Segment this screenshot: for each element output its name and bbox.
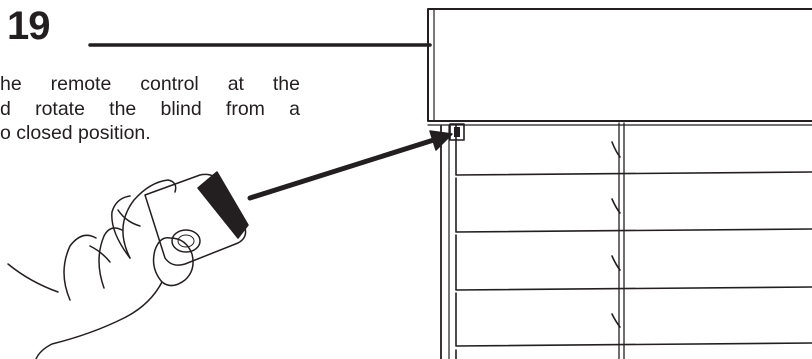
finger-3 <box>98 227 123 289</box>
finger-4 <box>63 234 97 301</box>
thumb <box>152 237 194 287</box>
headrail <box>427 8 812 122</box>
remote-body <box>144 173 247 266</box>
remote-button <box>171 229 201 253</box>
slats <box>455 124 812 359</box>
remote-cap <box>197 171 249 239</box>
knuckle-line-1 <box>117 209 141 227</box>
hand-holding-remote-icon <box>7 171 249 359</box>
blind-with-headrail-icon <box>427 8 812 359</box>
tilt-hooks <box>611 141 621 328</box>
knuckle-line-2 <box>89 245 111 263</box>
step-number: 19 <box>7 4 50 48</box>
instruction-line-2: d rotate the blind from a <box>0 97 300 120</box>
pointer-arrow-icon <box>247 130 453 201</box>
wrist-line <box>7 263 59 293</box>
slat-2 <box>455 177 812 233</box>
slat-4 <box>455 292 812 347</box>
instruction-line-3: o closed position. <box>0 122 151 144</box>
ir-receiver-icon <box>449 123 465 141</box>
slat-3 <box>455 234 812 291</box>
slat-1 <box>455 124 812 176</box>
instruction-text: he remote control at the d rotate the bl… <box>0 72 300 146</box>
palm <box>35 281 163 359</box>
finger-2 <box>111 195 131 259</box>
finger-1 <box>122 179 177 259</box>
instruction-line-1: he remote control at the <box>0 73 300 95</box>
